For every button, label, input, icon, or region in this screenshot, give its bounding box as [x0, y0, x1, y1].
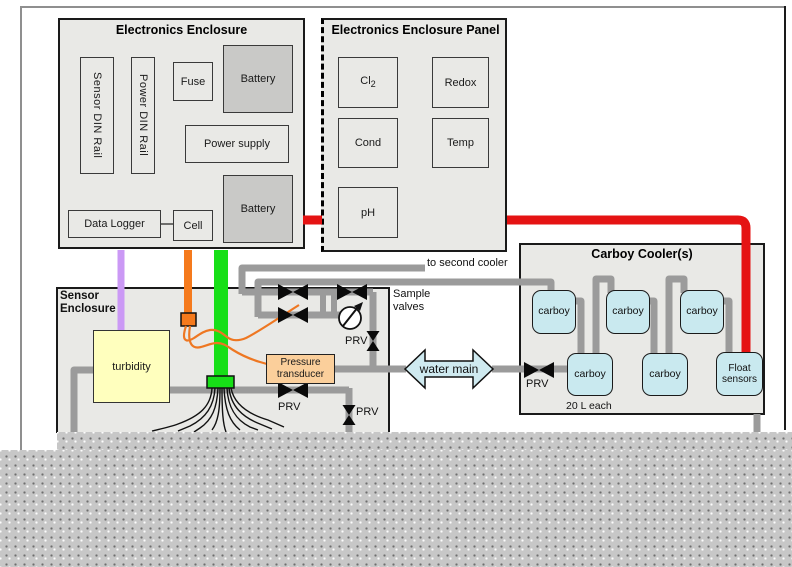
pipe-turbidity-left-to-ground: [70, 366, 93, 440]
float-sensors-box: Float sensors: [716, 352, 763, 396]
sample-valve-1-icon: [278, 284, 308, 300]
capacity-note: 20 L each: [566, 400, 612, 412]
to-second-cooler-label: to second cooler: [427, 257, 508, 269]
orange-line-cap: [180, 312, 197, 327]
prv-valve-gauge-icon: [366, 331, 380, 351]
battery-top-box: Battery: [223, 45, 293, 113]
carboy-1: carboy: [532, 290, 576, 334]
prv-label-cooler: PRV: [526, 378, 549, 390]
orange-capillaries: [182, 304, 300, 366]
carboy-2: carboy: [606, 290, 650, 334]
redox-box: Redox: [432, 57, 489, 108]
frame-top-line: [20, 6, 785, 8]
capillary-to-valves: [182, 304, 300, 342]
carboy-3: carboy: [680, 290, 724, 334]
valves: [278, 284, 554, 425]
pipe-carboy-u1: [592, 275, 615, 356]
pipe-carboy-u2: [665, 275, 688, 356]
pipe-to-cooler-inlet: [254, 278, 555, 317]
cond-box: Cond: [338, 118, 398, 168]
pressure-transducer-box: Pressure transducer: [266, 354, 335, 384]
sample-valve-3-icon: [278, 307, 308, 323]
red-line: [303, 215, 751, 355]
frame-left-line: [20, 6, 22, 452]
sample-valve-2-icon: [337, 284, 367, 300]
cl2-box: Cl2: [338, 57, 398, 108]
turbidity-sensor-box: turbidity: [93, 330, 170, 403]
sensor-din-rail-box: Sensor DIN Rail: [80, 57, 114, 174]
carboy-4: carboy: [567, 353, 613, 396]
gauge-icon: [338, 302, 363, 330]
ph-box: pH: [338, 187, 398, 238]
cable-fan: [151, 387, 285, 433]
water-main-label: water main: [419, 362, 479, 376]
cl2-label: Cl2: [360, 75, 376, 90]
prv-valve-left-icon: [278, 382, 308, 398]
carboy-5: carboy: [642, 353, 688, 396]
frame-right-line: [784, 6, 786, 430]
capillary-to-transducer: [188, 325, 268, 366]
pipe-carboy1-down: [574, 297, 585, 356]
pipe-to-second-cooler: [238, 264, 425, 294]
sample-valves-label: Sample valves: [393, 288, 431, 313]
electronics-enclosure-title: Electronics Enclosure: [115, 23, 248, 37]
prv-label-ground: PRV: [356, 406, 379, 418]
water-main-arrow: [403, 348, 495, 390]
power-din-rail-box: Power DIN Rail: [131, 57, 155, 174]
prv-valve-cooler-icon: [524, 362, 554, 378]
carboy-cooler-title: Carboy Cooler(s): [591, 247, 693, 261]
power-supply-box: Power supply: [185, 125, 289, 163]
red-line-to-float-sensors: [507, 215, 751, 355]
ground-texture-lower: [0, 450, 792, 567]
data-logger-box: Data Logger: [68, 210, 161, 238]
temp-box: Temp: [432, 118, 489, 168]
battery-bottom-box: Battery: [223, 175, 293, 243]
fuse-box: Fuse: [173, 62, 213, 101]
cell-box: Cell: [173, 210, 213, 241]
prv-valve-ground-icon: [342, 405, 356, 425]
electronics-enclosure-panel-title: Electronics Enclosure Panel: [331, 23, 500, 37]
prv-label-gauge: PRV: [345, 335, 368, 347]
prv-label-left: PRV: [278, 401, 301, 413]
sensor-enclosure-title: Sensor Enclosure: [60, 290, 116, 316]
